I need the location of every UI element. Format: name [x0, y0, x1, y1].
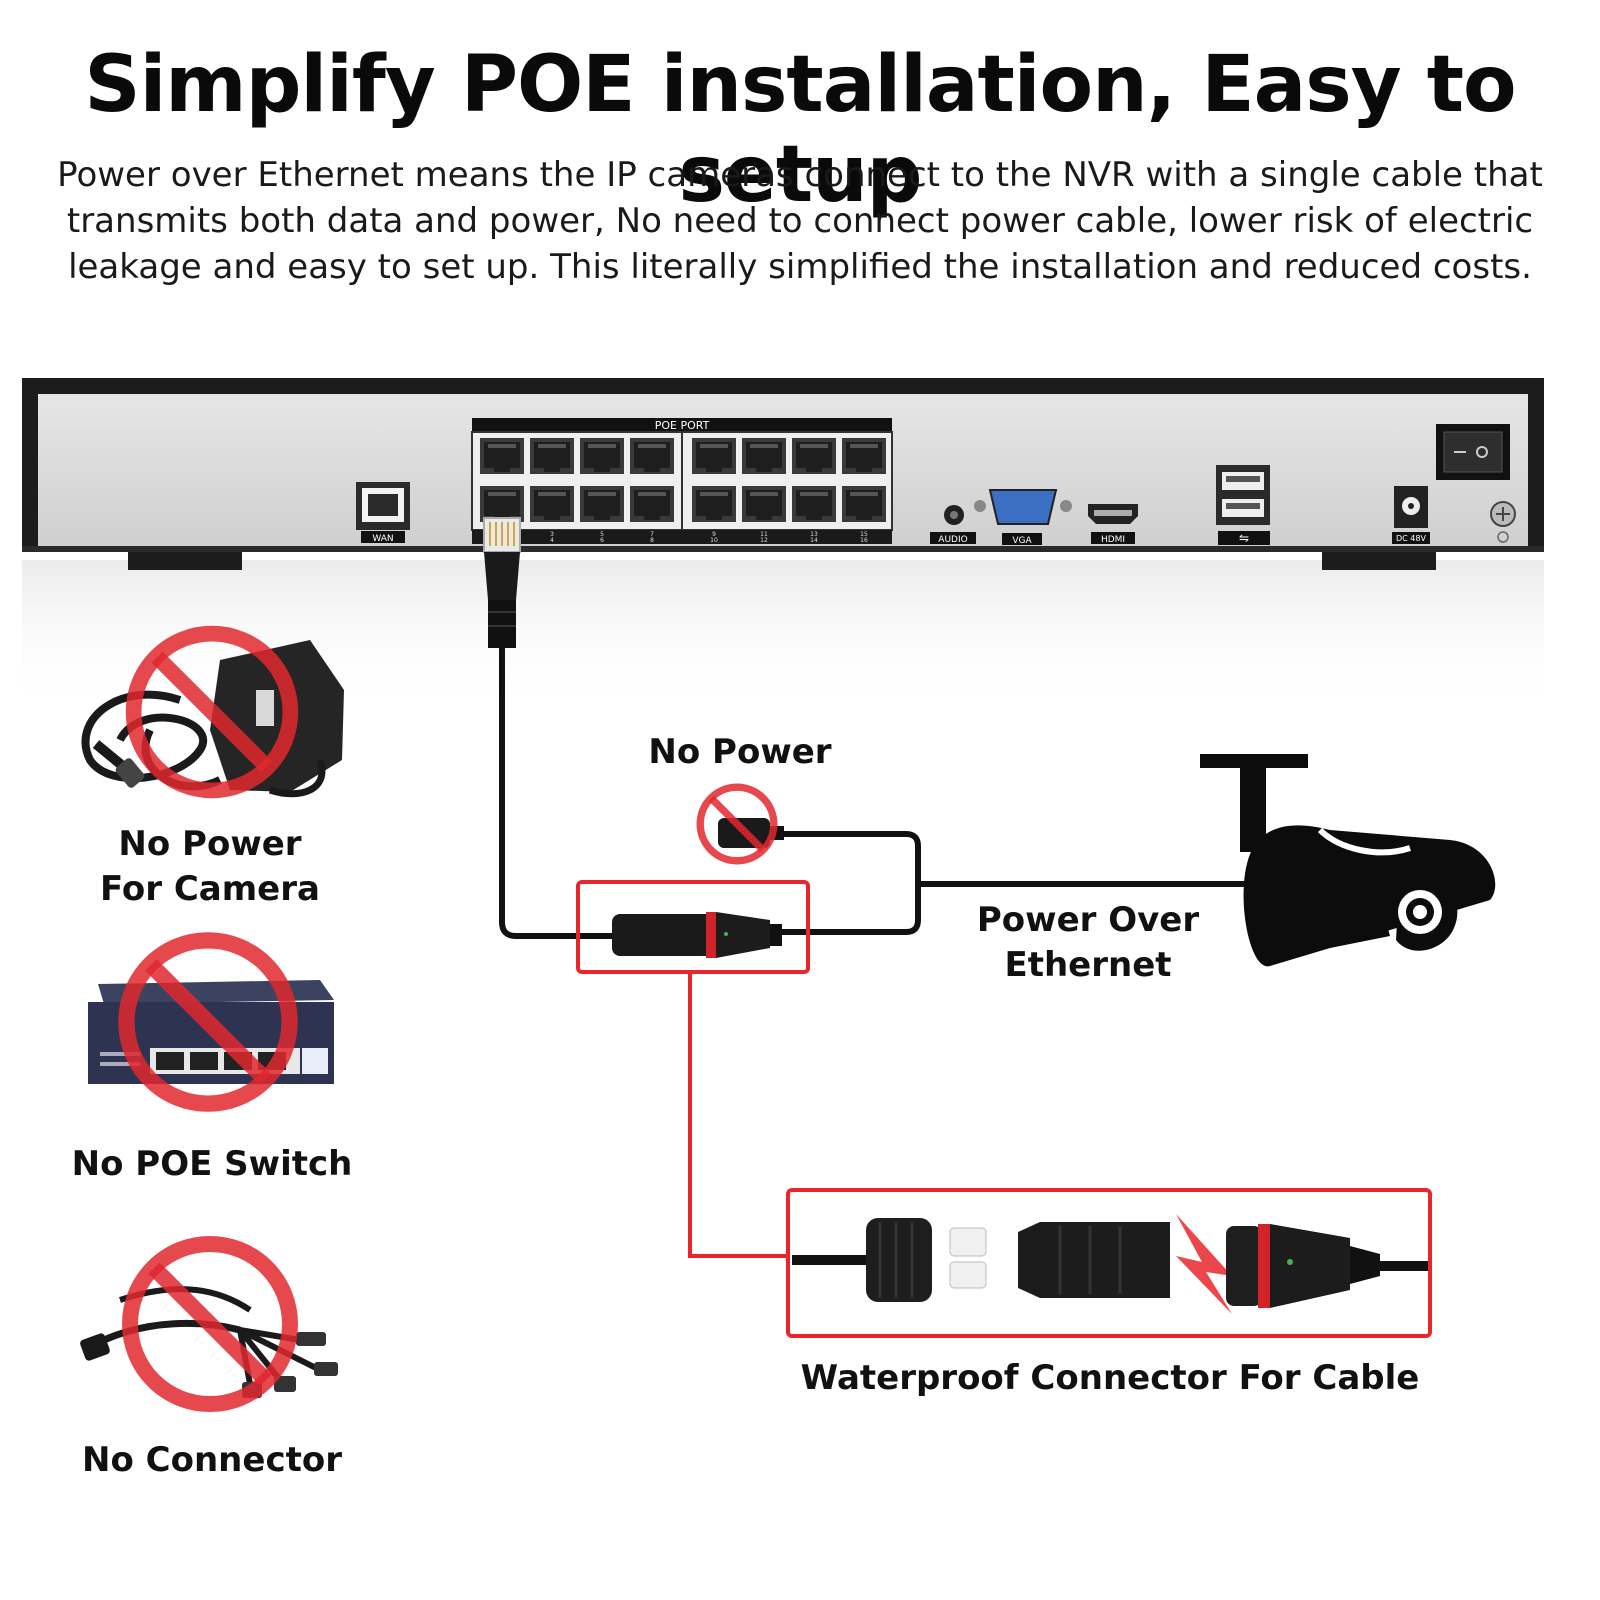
- poe-label-line-1: Power Over: [976, 900, 1200, 940]
- poe-port: [580, 438, 624, 474]
- usb-ports: ⇋: [1216, 465, 1270, 545]
- ethernet-cable: [499, 648, 612, 939]
- ground-screw: [1490, 501, 1516, 543]
- port-number: 8: [650, 537, 654, 544]
- poe-port: [692, 438, 736, 474]
- description: Power over Ethernet means the IP cameras…: [40, 152, 1560, 290]
- port-number: 9: [712, 531, 716, 538]
- no-power-camera-line-2: For Camera: [100, 869, 320, 909]
- description-line-2: transmits both data and power, No need t…: [66, 201, 1534, 241]
- nvr-recorder: WAN POE PORT 12345678910111213141516 AUD…: [22, 378, 1544, 570]
- vga-port: VGA: [974, 489, 1072, 546]
- connector-highlight-box: [576, 880, 810, 974]
- ip-camera-icon: [1200, 754, 1496, 967]
- port-number: 15: [860, 531, 868, 538]
- audio-port: AUDIO: [930, 505, 976, 545]
- dc-label: DC 48V: [1396, 534, 1426, 543]
- wan-port: WAN: [356, 482, 410, 544]
- port-number: 4: [550, 537, 554, 544]
- no-power-camera-label: No Power For Camera: [60, 822, 360, 912]
- nvr-foot-right: [1322, 552, 1436, 570]
- poe-port: [792, 438, 836, 474]
- no-poe-switch-label: No POE Switch: [71, 1144, 353, 1184]
- no-power-camera-line-1: No Power: [118, 824, 302, 864]
- poe-port-label: POE PORT: [655, 419, 710, 432]
- poe-port: [530, 438, 574, 474]
- nvr-foot-left: [128, 552, 242, 570]
- port-number: 6: [600, 537, 604, 544]
- waterproof-highlight-box: [786, 1188, 1432, 1338]
- port-number: 11: [760, 531, 768, 538]
- dc-power-port: DC 48V: [1392, 486, 1430, 544]
- poe-port-block: POE PORT 12345678910111213141516: [471, 418, 893, 544]
- poe-label-line-2: Ethernet: [1004, 945, 1172, 985]
- splitter-cable-icon: [80, 1286, 338, 1398]
- poe-port: [842, 438, 886, 474]
- hdmi-label: HDMI: [1101, 535, 1125, 545]
- usb-icon: ⇋: [1239, 531, 1249, 545]
- hdmi-port: HDMI: [1088, 504, 1138, 545]
- poe-port: [742, 438, 786, 474]
- port-number: 7: [650, 531, 654, 538]
- poe-port: [480, 438, 524, 474]
- port-number: 3: [550, 531, 554, 538]
- poe-port: [742, 486, 786, 522]
- waterproof-label: Waterproof Connector For Cable: [800, 1358, 1420, 1398]
- no-connector-label: No Connector: [82, 1440, 342, 1480]
- port-number: 14: [810, 537, 818, 544]
- audio-label: AUDIO: [938, 535, 967, 545]
- poe-port: [580, 486, 624, 522]
- waterproof-connector-small: [612, 912, 782, 958]
- port-number: 5: [600, 531, 604, 538]
- port-number: 16: [860, 537, 868, 544]
- poe-label: Power Over Ethernet: [948, 898, 1228, 988]
- rj45-plug-icon: [483, 517, 521, 648]
- description-line-1: Power over Ethernet means the IP cameras…: [57, 155, 1543, 195]
- poe-port: [630, 438, 674, 474]
- description-line-3: leakage and easy to set up. This literal…: [68, 247, 1532, 287]
- no-power-label: No Power: [648, 732, 832, 772]
- poe-port: [480, 486, 524, 522]
- poe-port: [842, 486, 886, 522]
- vga-label: VGA: [1012, 536, 1032, 546]
- poe-port: [792, 486, 836, 522]
- poe-port: [692, 486, 736, 522]
- port-number: 12: [760, 537, 768, 544]
- port-number: 13: [810, 531, 818, 538]
- port-number: 10: [710, 537, 718, 544]
- page-title: Simplify POE installation, Easy to setup: [84, 40, 1516, 220]
- poe-port: [630, 486, 674, 522]
- highlight-link-line: [688, 972, 788, 1258]
- wan-label: WAN: [372, 534, 393, 544]
- waterproof-connector-large: [792, 1214, 1430, 1314]
- power-switch: [1436, 424, 1510, 480]
- poe-port: [530, 486, 574, 522]
